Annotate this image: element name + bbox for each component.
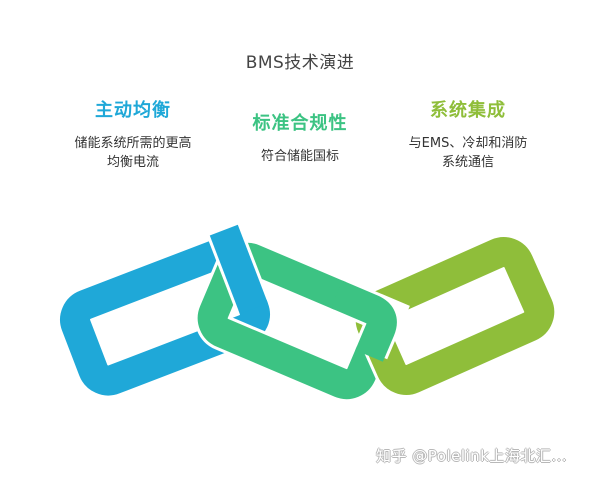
blue-link-overlap — [208, 224, 270, 314]
step-description-line: 储能系统所需的更高 — [74, 136, 192, 151]
green-link-overlap — [330, 279, 410, 362]
step-heading: 系统集成 — [430, 100, 506, 121]
step-description-line: 均衡电流 — [106, 155, 159, 170]
step-description: 符合储能国标 — [220, 147, 380, 166]
watermark: 知乎 @Polelink上海北汇... — [376, 447, 568, 465]
step-description-line: 系统通信 — [441, 155, 494, 170]
step-description: 与EMS、冷却和消防 系统通信 — [388, 134, 548, 172]
page-title: BMS技术演进 — [245, 53, 355, 73]
step-description-line: 符合储能国标 — [260, 149, 339, 164]
step-description: 储能系统所需的更高 均衡电流 — [53, 134, 213, 172]
step-standard-compliance: 标准合规性 符合储能国标 — [220, 109, 380, 166]
step-system-integration: 系统集成 与EMS、冷却和消防 系统通信 — [388, 96, 548, 172]
step-description-line: 与EMS、冷却和消防 — [408, 136, 528, 151]
step-heading: 主动均衡 — [95, 100, 171, 121]
step-heading: 标准合规性 — [252, 113, 348, 134]
step-active-balancing: 主动均衡 储能系统所需的更高 均衡电流 — [53, 96, 213, 172]
